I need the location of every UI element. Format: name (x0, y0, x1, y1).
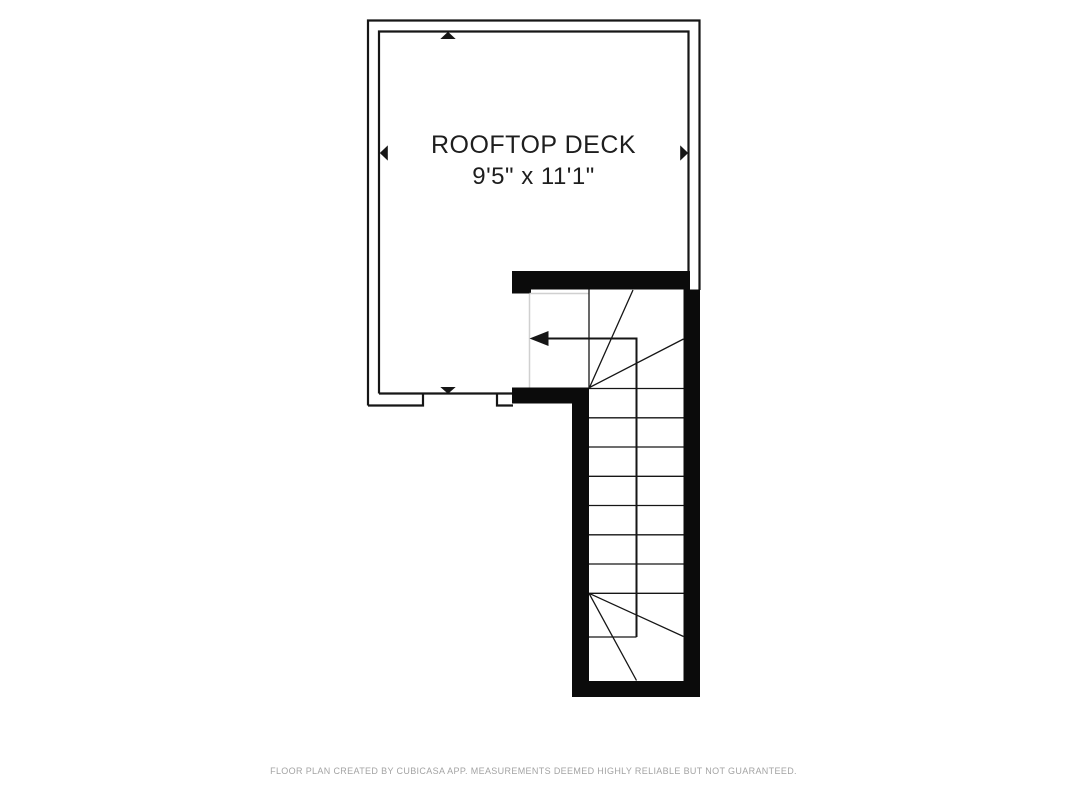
deck-outer-outline (366, 19, 701, 407)
walk-line (548, 337, 638, 637)
deck-walls (366, 19, 701, 407)
stair-opening-lines (528, 292, 589, 388)
dimension-arrow-down-icon (440, 387, 456, 394)
stair-wall-top-end-cap (512, 271, 531, 294)
stairwell-walls (512, 271, 700, 697)
dimension-arrow-left-icon (379, 145, 388, 161)
stair-wall-mid-horizontal (512, 387, 589, 404)
dimension-arrow-right-icon (680, 145, 689, 161)
deck-inner-outline (377, 30, 690, 395)
room-label: ROOFTOP DECK 9'5" x 11'1" (0, 130, 1067, 192)
stair-wall-bottom (572, 681, 700, 697)
footer-disclaimer: FLOOR PLAN CREATED BY CUBICASA APP. MEAS… (270, 766, 797, 776)
stairs-walk-arrow (529, 331, 638, 637)
room-name-label: ROOFTOP DECK (430, 131, 637, 159)
walk-arrowhead-icon (529, 331, 549, 346)
room-dimensions-label: 9'5" x 11'1" (472, 163, 595, 190)
stair-wall-right (683, 289, 700, 697)
stair-wall-top (512, 271, 690, 290)
dimension-arrows (379, 31, 689, 394)
stair-wall-left (572, 387, 589, 697)
dimension-arrow-up-icon (440, 31, 456, 39)
